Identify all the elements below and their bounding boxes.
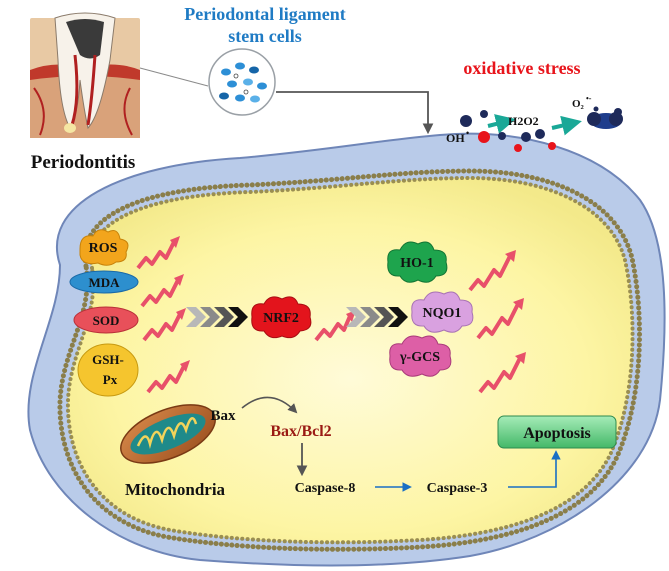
up-arrowheads-right [505, 250, 526, 364]
caspase3-label: Caspase-3 [427, 481, 488, 496]
ho1-label: HO-1 [400, 256, 433, 271]
up-arrow-nrf2 [314, 315, 352, 342]
title-line1: Periodontal ligament [184, 4, 345, 24]
molecules: OH • H2O2 O₂ •- [446, 94, 623, 152]
oh-superscript: • [466, 128, 469, 138]
nqo1-label: NQO1 [423, 306, 462, 321]
apoptosis-box: Apoptosis [497, 415, 617, 449]
cell [27, 132, 666, 567]
target-nqo1: NQO1 [411, 291, 474, 333]
periodontitis-label: Periodontitis [31, 152, 136, 173]
up-arrow-gsh [146, 365, 186, 394]
chevrons-to-targets [346, 307, 408, 327]
up-arrows-right [468, 255, 522, 394]
oh-label: OH [446, 131, 465, 145]
caspase8-label: Caspase-8 [295, 481, 356, 496]
tooth-to-stem-connector [139, 67, 209, 87]
apoptosis-label: Apoptosis [523, 425, 591, 442]
up-arrow-ros [136, 241, 176, 270]
ros-label: ROS [89, 241, 118, 256]
oxidative-stress-label: oxidative stress [463, 58, 580, 78]
nrf2-label: NRF2 [263, 311, 299, 326]
stem-to-cell-arrow [276, 91, 434, 135]
o2-label: O₂ [572, 98, 585, 110]
up-arrow-nqo1 [476, 303, 520, 340]
up-arrow-mda [140, 279, 180, 308]
up-arrowheads-left [170, 236, 190, 372]
o2-superscript: •- [586, 94, 592, 103]
title-line2: stem cells [228, 26, 301, 46]
marker-gsh-px: GSH- Px [77, 343, 139, 397]
bax-to-ratio-arrow [241, 396, 298, 414]
cytoplasm [67, 178, 633, 543]
target-gcs: γ-GCS [389, 335, 452, 377]
membrane-dots-outer [57, 168, 642, 552]
up-arrow-sod [142, 313, 182, 342]
bax-label: Bax [210, 408, 236, 424]
tooth-illustration [30, 12, 140, 138]
membrane-dots-inner [65, 175, 635, 545]
up-arrow-ho1 [468, 255, 512, 292]
up-arrow-gcs [478, 357, 522, 394]
bax-bcl2-label: Bax/Bcl2 [270, 423, 331, 440]
mda-label: MDA [88, 275, 120, 290]
nrf2-node: NRF2 [251, 296, 312, 339]
sod-label: SOD [93, 313, 120, 328]
marker-sod: SOD [73, 306, 139, 334]
marker-ros: ROS [79, 229, 129, 266]
gsh-label-line2: Px [103, 372, 118, 387]
h2o2-label: H2O2 [508, 114, 539, 128]
stem-cells-icon [208, 48, 276, 116]
chevrons-to-nrf2 [186, 307, 248, 327]
target-ho1: HO-1 [387, 241, 448, 283]
up-arrows-left [136, 241, 186, 394]
marker-mda: MDA [69, 270, 139, 294]
caspase3-to-apoptosis-arrow [508, 450, 561, 488]
mitochondria-icon [120, 404, 216, 464]
gcs-label: γ-GCS [399, 350, 440, 365]
gsh-label-line1: GSH- [92, 352, 124, 367]
mitochondria-label: Mitochondria [125, 480, 226, 499]
